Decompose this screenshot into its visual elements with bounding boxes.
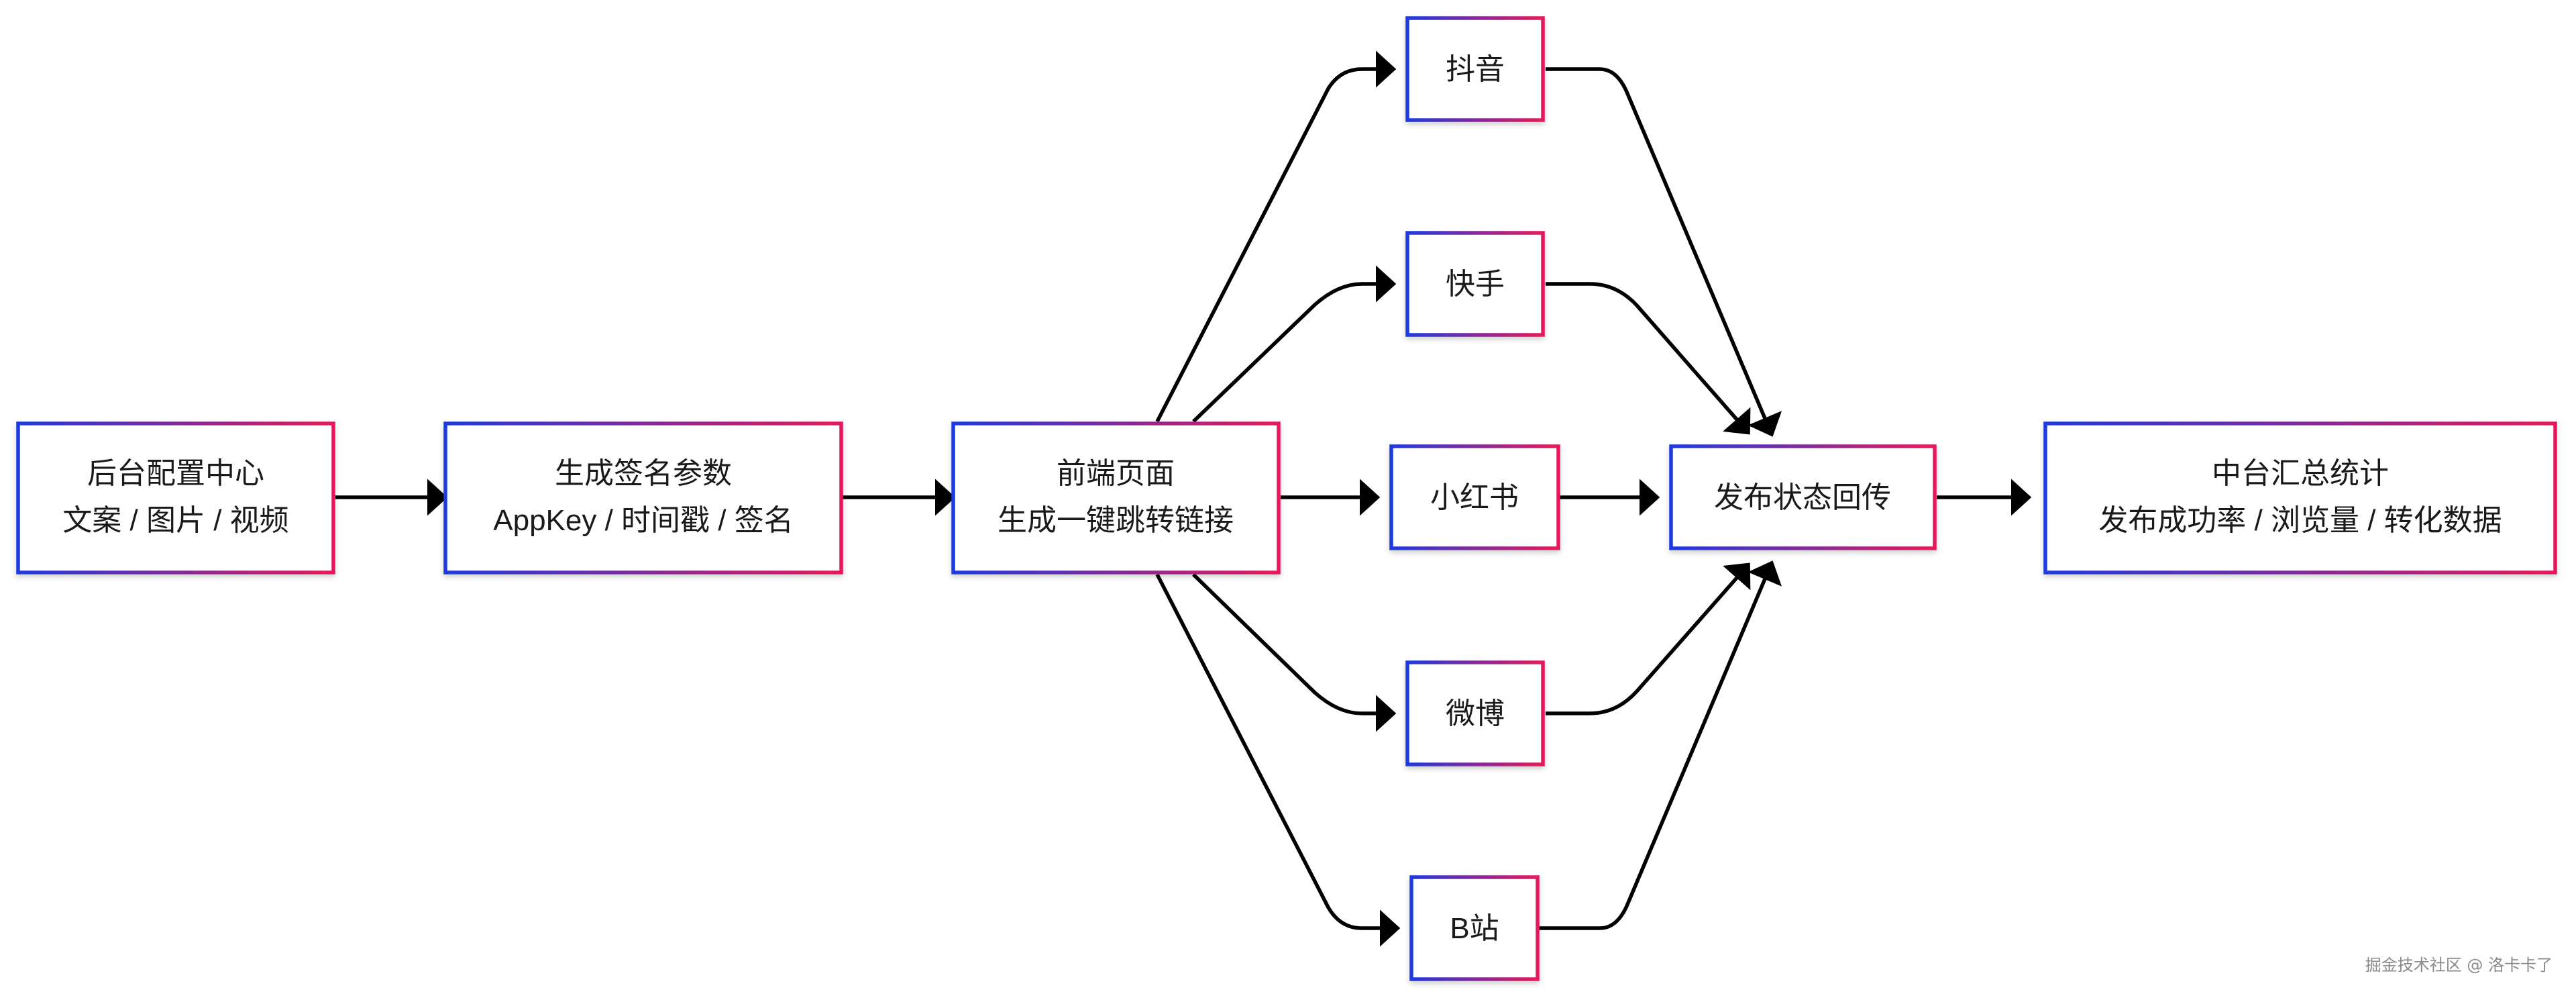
watermark: 掘金技术社区 @ 洛卡卡了 — [2365, 956, 2553, 974]
kuaishou-label: 快手 — [1446, 268, 1505, 301]
edges — [335, 50, 2032, 947]
douyin-label: 抖音 — [1446, 53, 1505, 86]
edge-frontend-to-douyin — [1155, 50, 1397, 423]
edge-frontend-to-kuaishou — [1192, 265, 1397, 423]
node-xiaohongshu: 小红书 — [1389, 444, 1560, 550]
node-kuaishou: 快手 — [1405, 231, 1545, 337]
edge-frontend-to-weibo — [1192, 573, 1397, 732]
admin-config-subtitle: 文案 / 图片 / 视频 — [62, 504, 288, 537]
node-status-callback: 发布状态回传 — [1669, 444, 1937, 550]
stats-subtitle: 发布成功率 / 浏览量 / 转化数据 — [2098, 504, 2502, 537]
admin-config-title: 后台配置中心 — [87, 457, 264, 490]
edge-bilibili-to-status — [1539, 560, 1782, 930]
edge-kuaishou-to-status — [1546, 282, 1751, 435]
node-weibo: 微博 — [1405, 660, 1545, 766]
stats-title: 中台汇总统计 — [2212, 457, 2389, 490]
status-callback-label: 发布状态回传 — [1714, 481, 1891, 514]
sign-params-subtitle: AppKey / 时间戳 / 签名 — [493, 504, 793, 537]
edge-weibo-to-status — [1546, 562, 1751, 715]
nodes: 后台配置中心 文案 / 图片 / 视频 生成签名参数 AppKey / 时间戳 … — [16, 16, 2557, 981]
edge-frontend-to-bilibili — [1155, 573, 1401, 947]
node-frontend-page: 前端页面 生成一键跳转链接 — [951, 421, 1281, 574]
frontend-page-subtitle: 生成一键跳转链接 — [998, 504, 1234, 537]
weibo-label: 微博 — [1446, 697, 1505, 730]
bilibili-label: B站 — [1450, 912, 1499, 945]
node-douyin: 抖音 — [1405, 16, 1545, 122]
node-sign-params: 生成签名参数 AppKey / 时间戳 / 签名 — [443, 421, 843, 574]
frontend-page-title: 前端页面 — [1057, 457, 1175, 490]
node-bilibili: B站 — [1409, 875, 1540, 981]
edge-douyin-to-status — [1546, 67, 1782, 437]
node-admin-config: 后台配置中心 文案 / 图片 / 视频 — [16, 421, 335, 574]
node-stats: 中台汇总统计 发布成功率 / 浏览量 / 转化数据 — [2043, 421, 2557, 574]
xiaohongshu-label: 小红书 — [1430, 481, 1519, 514]
sign-params-title: 生成签名参数 — [555, 457, 732, 490]
